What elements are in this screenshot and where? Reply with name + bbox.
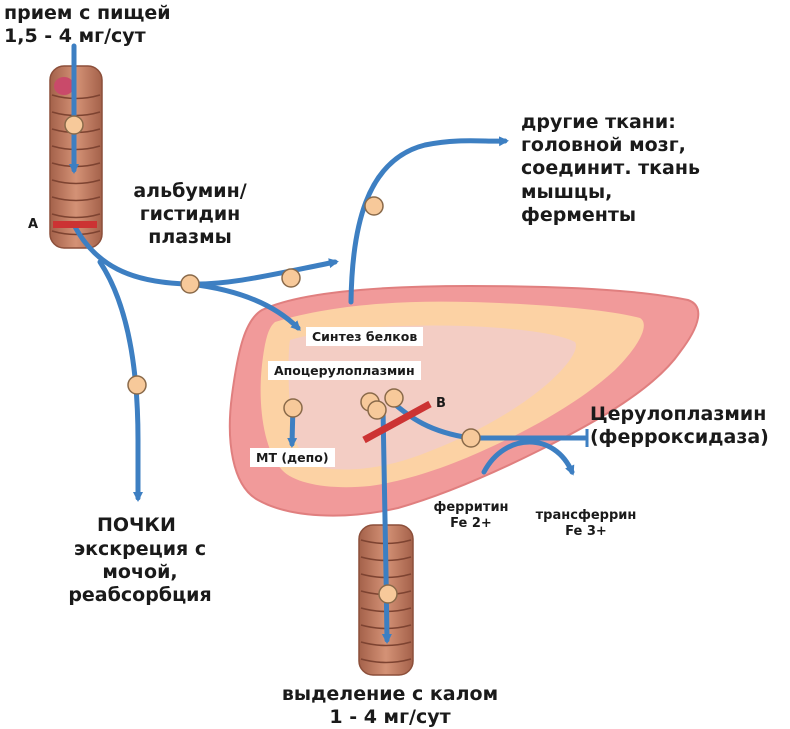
apoceruloplasmin-box: Апоцерулоплазмин — [268, 361, 421, 380]
mt-depot-box: МТ (депо) — [250, 448, 335, 467]
transport-node — [282, 269, 300, 287]
transport-node — [128, 376, 146, 394]
transport-node — [65, 116, 83, 134]
intake-label: прием с пищей 1,5 - 4 мг/сут — [4, 2, 171, 48]
kidneys-detail: экскреция с мочой, реабсорбция — [40, 538, 240, 608]
transport-node — [462, 429, 480, 447]
marker-a: А — [28, 217, 38, 233]
marker-b: В — [436, 396, 446, 412]
ceruloplasmin-label: Церулоплазмин (ферроксидаза) — [590, 403, 769, 449]
transport-node — [181, 275, 199, 293]
fecal-excretion-label: выделение с калом 1 - 4 мг/сут — [240, 683, 540, 729]
kidneys-title: ПОЧКИ — [97, 514, 176, 537]
other-tissues-label: другие ткани: головной мозг, соединит. т… — [521, 111, 700, 227]
block-bar-a — [53, 221, 97, 228]
transferrin-label: трансферрин Fe 3+ — [530, 508, 642, 540]
transport-node — [365, 197, 383, 215]
transport-node — [379, 585, 397, 603]
protein-synthesis-box: Синтез белков — [306, 327, 423, 346]
ferritin-label: ферритин Fe 2+ — [421, 500, 521, 532]
albumin-label: альбумин/ гистидин плазмы — [120, 180, 260, 250]
transport-node — [368, 401, 386, 419]
liver — [230, 286, 698, 516]
transport-node — [385, 389, 403, 407]
transport-node — [284, 399, 302, 417]
arrow-to-other-tissues — [351, 141, 505, 302]
